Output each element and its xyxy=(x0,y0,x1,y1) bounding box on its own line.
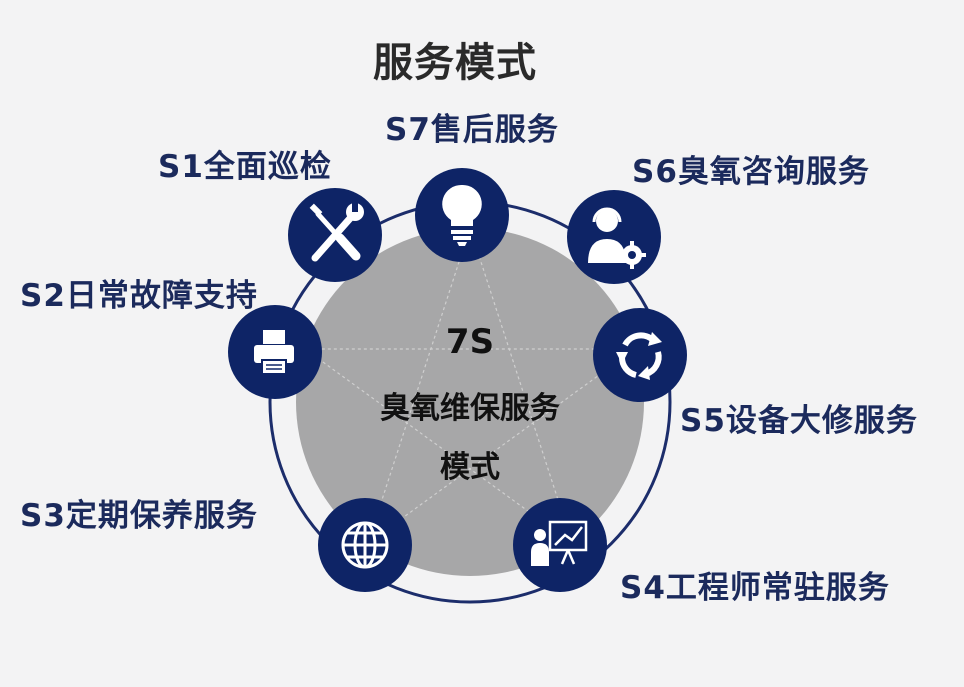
globe-icon xyxy=(341,521,389,569)
printer-icon xyxy=(254,330,294,375)
diagram-title: 服务模式 xyxy=(373,40,537,86)
presentation-chart-icon xyxy=(531,520,588,566)
headset-gear-icon xyxy=(588,207,646,269)
node-s3[interactable] xyxy=(318,498,412,592)
label-s1: S1全面巡检 xyxy=(158,149,332,185)
wrench-screwdriver-icon xyxy=(309,203,364,262)
node-s4[interactable] xyxy=(513,498,607,592)
label-s7: S7售后服务 xyxy=(385,112,559,148)
pentagram-lines xyxy=(303,226,637,545)
node-s2[interactable] xyxy=(228,305,322,399)
label-s5: S5设备大修服务 xyxy=(680,403,918,439)
label-s6: S6臭氧咨询服务 xyxy=(632,154,870,190)
lightbulb-icon xyxy=(442,184,482,246)
label-s3: S3定期保养服务 xyxy=(20,498,258,534)
center-subtitle: 模式 xyxy=(440,450,500,485)
label-s4: S4工程师常驻服务 xyxy=(620,570,890,606)
node-s7[interactable] xyxy=(415,168,509,262)
center-title: 臭氧维保服务 xyxy=(380,391,560,426)
node-s6[interactable] xyxy=(567,190,661,284)
label-s2: S2日常故障支持 xyxy=(20,278,258,314)
node-s5[interactable] xyxy=(593,308,687,402)
center-disc xyxy=(296,228,644,576)
center-code: 7S xyxy=(445,322,495,362)
node-s1[interactable] xyxy=(288,188,382,282)
